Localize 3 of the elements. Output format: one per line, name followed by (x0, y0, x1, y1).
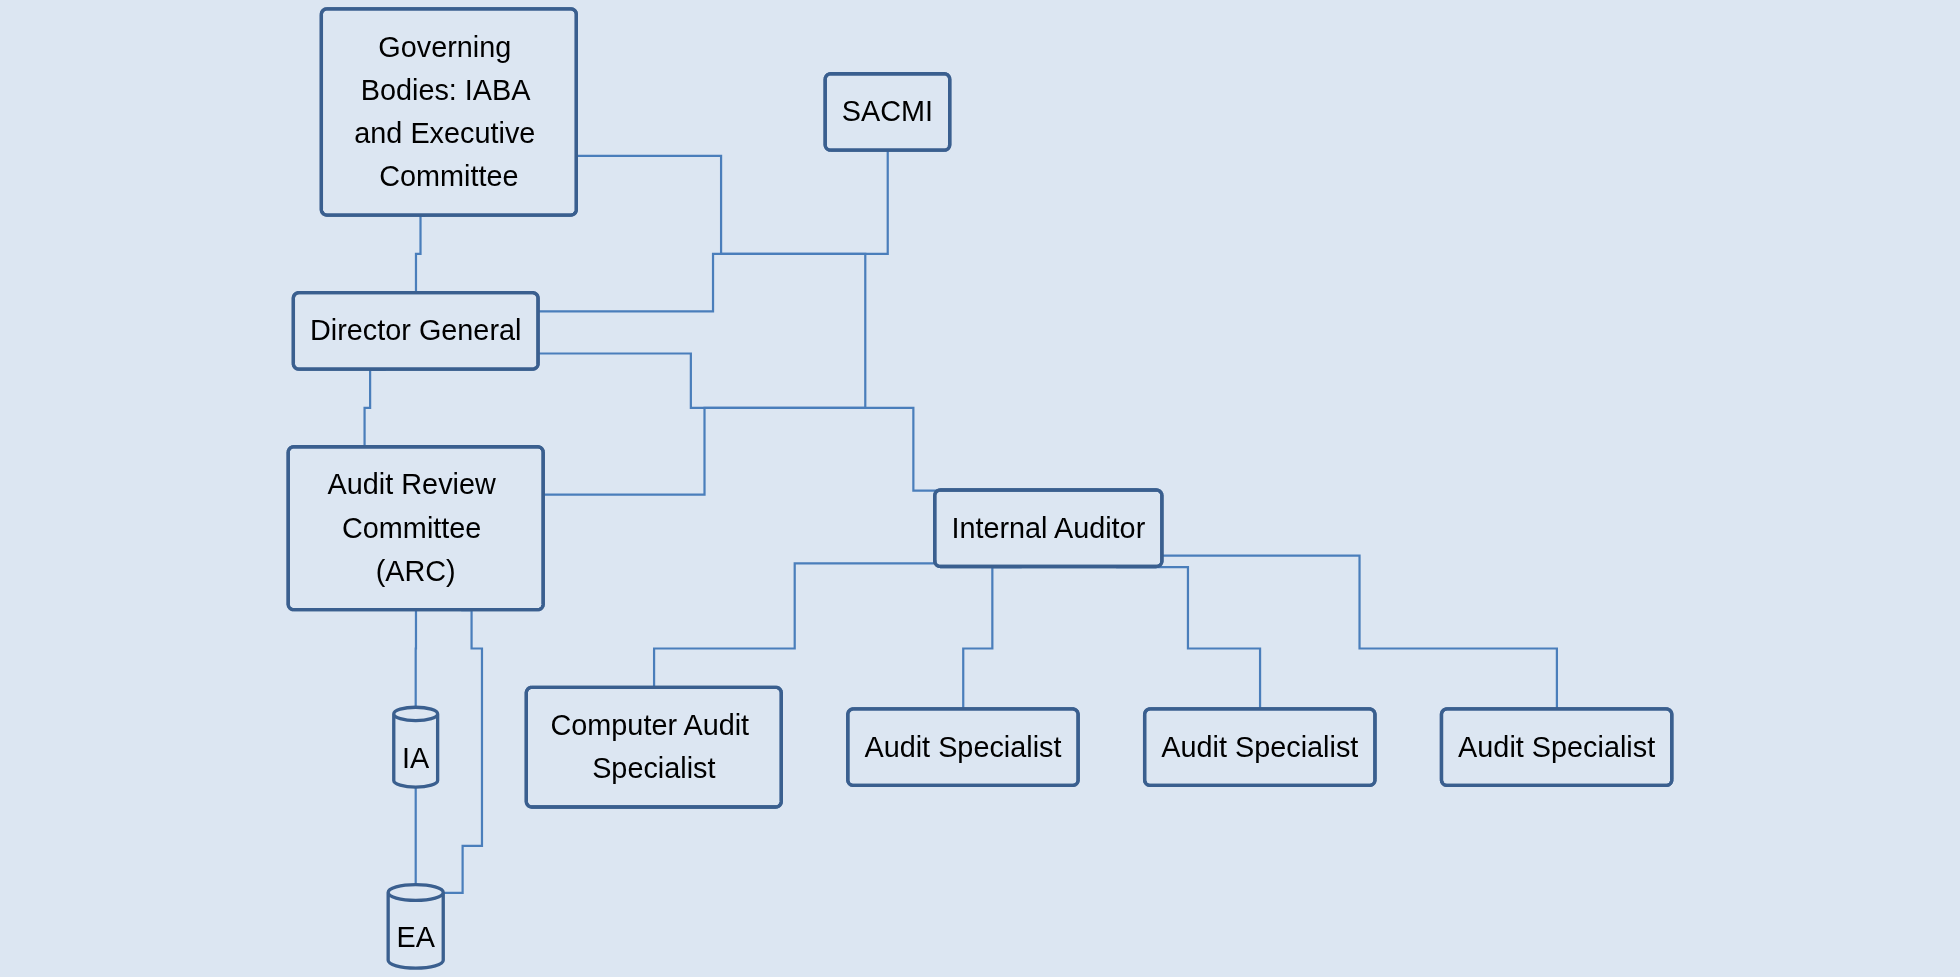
connector (414, 609, 418, 709)
connector (443, 609, 484, 894)
connector (414, 786, 417, 886)
